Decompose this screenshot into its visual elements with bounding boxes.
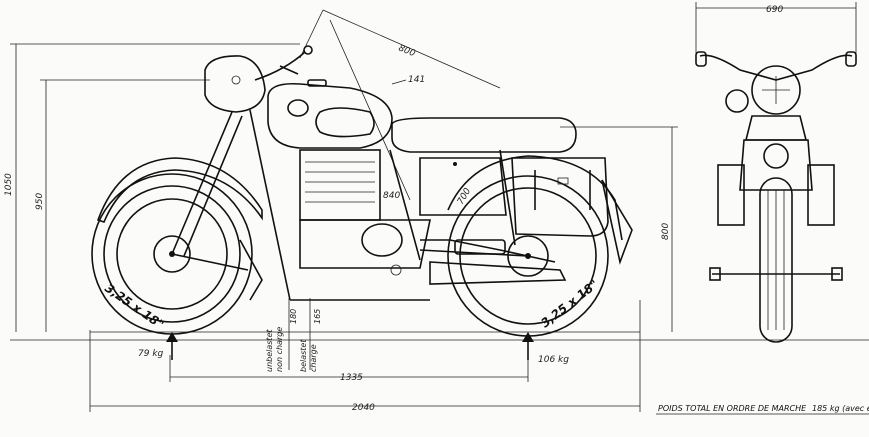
dim-frame-length: 840 — [383, 191, 400, 201]
front-view: 690 — [695, 2, 857, 343]
dim-bar-height: 950 — [35, 193, 45, 210]
headlight — [204, 55, 266, 113]
height-dimensions: 1050 950 800 — [4, 43, 678, 332]
front-weight-arrow — [166, 332, 178, 360]
dim-seat-height: 800 — [661, 223, 671, 240]
note-unladen-fr: non charge — [275, 327, 284, 372]
rear-weight-label: 106 kg — [538, 355, 569, 365]
note-laden-fr: charge — [309, 344, 318, 372]
handlebars — [254, 45, 313, 81]
frame — [249, 109, 567, 301]
saddlebags — [419, 157, 609, 237]
dim-tank: 141 — [408, 75, 425, 85]
dim-overall-height: 1050 — [4, 173, 14, 196]
ground-clearance-notes: unbelastet non charge 180 belastet charg… — [265, 298, 322, 372]
dim-handlebar-length: 800 — [397, 44, 417, 60]
front-wheel — [91, 157, 263, 335]
engine — [299, 149, 431, 276]
dim-clearance-unladen: 180 — [289, 309, 298, 324]
front-fork — [171, 111, 249, 271]
fuel-tank — [267, 79, 393, 149]
rear-wheel — [447, 155, 633, 337]
note-unladen-de: unbelastet — [265, 329, 274, 372]
dim-overall-length: 2040 — [352, 403, 375, 413]
seat — [391, 117, 577, 153]
caption-value: 185 kg (avec éc — [812, 403, 869, 413]
note-laden-de: belastet — [299, 339, 308, 372]
dim-wheelbase: 1335 — [340, 373, 363, 383]
dim-width: 690 — [766, 5, 783, 15]
length-dimensions: 2040 1335 — [89, 300, 641, 413]
exhaust — [420, 239, 556, 263]
dim-rear-rack: 700 — [456, 186, 473, 206]
caption-label: POIDS TOTAL EN ORDRE DE MARCHE — [658, 404, 807, 413]
total-weight-caption: POIDS TOTAL EN ORDRE DE MARCHE 185 kg (a… — [656, 403, 869, 415]
front-weight-label: 79 kg — [138, 349, 164, 359]
rear-weight-arrow — [522, 332, 534, 360]
dim-clearance-laden: 165 — [313, 309, 322, 324]
